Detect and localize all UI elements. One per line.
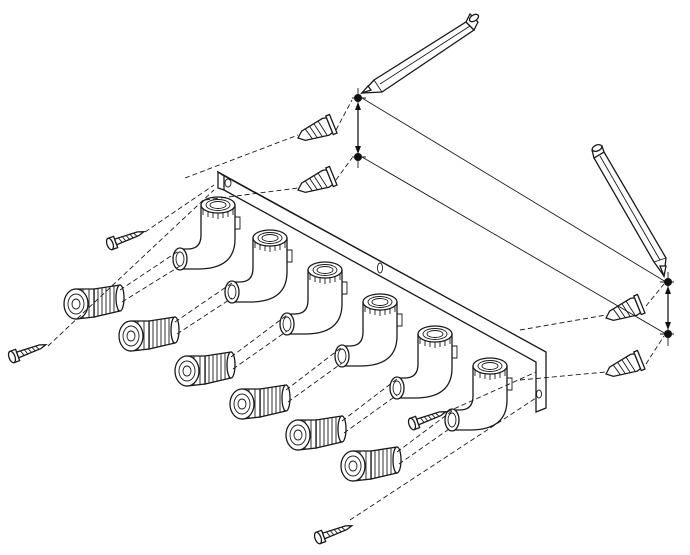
mounting-rail-icon [216,170,547,413]
compression-fitting-icon [340,446,402,482]
compression-fitting-icon [229,384,291,420]
pencil-icon [591,143,667,279]
elbow-fitting-icon [172,196,241,271]
assembly-guide-lines [47,99,665,521]
elbow-fitting-icon [279,261,348,336]
compression-fitting-icon [285,415,347,451]
compression-fitting-icon [118,316,180,352]
screw-icon [312,519,355,546]
compression-fitting-icon [174,351,236,387]
elbow-fitting-icon [334,293,403,368]
wall-plug-icon [293,113,338,148]
pencil-icon [359,12,480,95]
wall-plug-icon [601,349,646,384]
compression-fitting-icon [63,284,125,320]
elbow-fitting-icon [444,357,513,432]
screw-icon [6,338,49,365]
measurement-arrow-icon [352,88,674,346]
wall-plug-icon [293,165,338,200]
screw-icon [104,225,147,252]
elbow-fitting-icon [389,325,458,400]
wall-plug-icon [601,293,646,328]
